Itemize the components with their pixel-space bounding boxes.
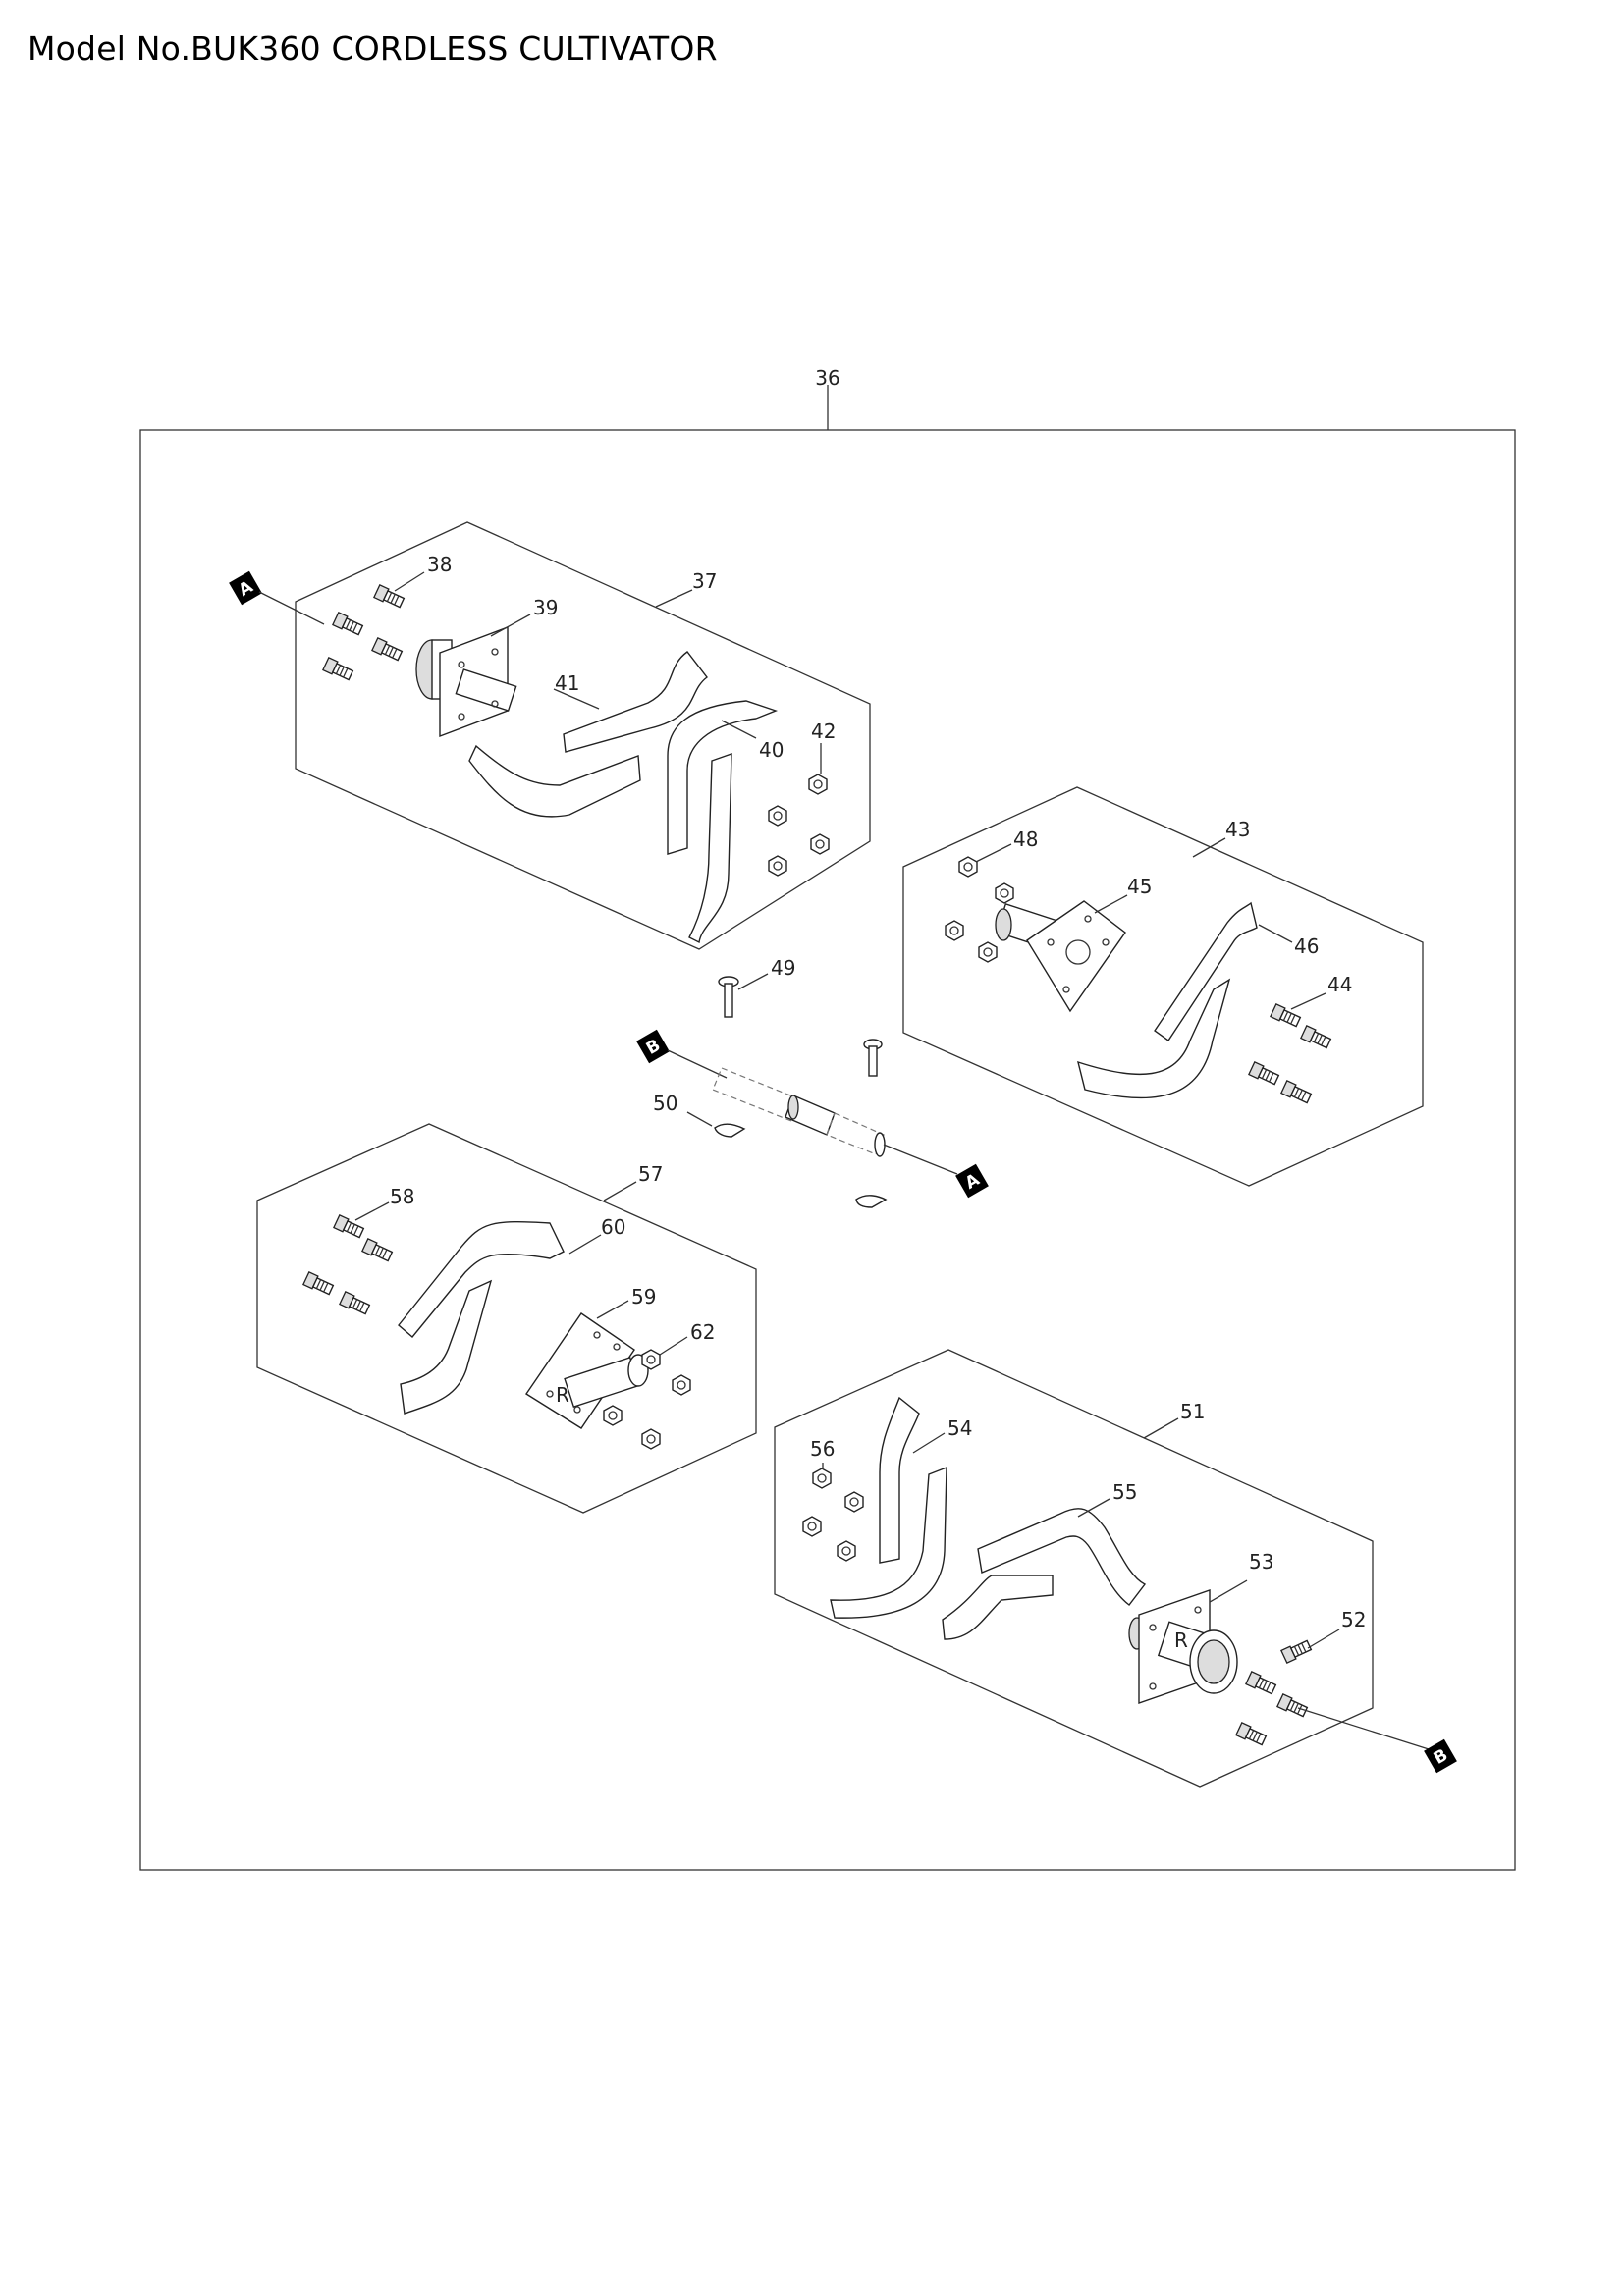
part-label-48: 48 (1013, 828, 1038, 851)
marker-b-right: B (1424, 1738, 1457, 1774)
hub-39 (415, 625, 517, 738)
part-label-49: 49 (771, 956, 795, 980)
subassembly-51-box (774, 1349, 1374, 1788)
part-label-51: 51 (1180, 1400, 1205, 1423)
part-label-38: 38 (427, 553, 452, 576)
part-label-45: 45 (1127, 875, 1152, 898)
page-title: Model No.BUK360 CORDLESS CULTIVATOR (27, 29, 718, 68)
blade-55-lower (942, 1575, 1054, 1640)
subassembly-37-box (295, 521, 871, 950)
part-label-58: 58 (390, 1185, 414, 1208)
part-label-55: 55 (1112, 1480, 1137, 1504)
blade-40 (667, 700, 779, 855)
part-label-62: 62 (690, 1320, 715, 1344)
part-label-59: 59 (631, 1285, 656, 1308)
part-label-52: 52 (1341, 1608, 1366, 1631)
hub-59-r-mark: R (556, 1383, 569, 1407)
blade-40-lower (688, 753, 732, 944)
clip-50-right (855, 1195, 888, 1208)
part-label-43: 43 (1225, 818, 1250, 841)
blade-54 (879, 1396, 920, 1564)
part-label-40: 40 (759, 738, 784, 762)
blade-55 (977, 1508, 1147, 1606)
part-label-50: 50 (653, 1092, 677, 1115)
subassembly-57-box (256, 1123, 757, 1514)
part-label-60: 60 (601, 1215, 625, 1239)
pin-49 (718, 976, 739, 1018)
part-label-53: 53 (1249, 1550, 1273, 1574)
part-label-36: 36 (815, 366, 839, 390)
assembly-frame (139, 429, 1516, 1871)
part-label-42: 42 (811, 720, 836, 743)
part-label-44: 44 (1327, 973, 1352, 996)
part-label-57: 57 (638, 1162, 663, 1186)
marker-a-center: A (955, 1163, 989, 1199)
part-label-41: 41 (555, 671, 579, 695)
pin-right (863, 1039, 883, 1077)
hub-53-r-mark: R (1174, 1629, 1188, 1652)
hub-45 (995, 900, 1126, 1013)
hub-59: R (525, 1312, 649, 1429)
hub-53: R (1128, 1589, 1238, 1704)
blade-54-lower (830, 1466, 947, 1619)
drive-shaft (712, 1067, 886, 1157)
blade-46-lower (1077, 978, 1231, 1099)
blade-46 (1154, 901, 1258, 1041)
marker-b-center: B (636, 1029, 670, 1064)
part-label-46: 46 (1294, 934, 1319, 958)
clip-50 (714, 1123, 746, 1138)
part-label-56: 56 (810, 1437, 835, 1461)
marker-a-left: A (229, 570, 262, 606)
part-label-39: 39 (533, 596, 558, 619)
blade-60 (398, 1220, 565, 1338)
blade-41-lower (468, 744, 641, 818)
blade-60-lower (400, 1279, 493, 1415)
part-label-54: 54 (947, 1416, 972, 1440)
part-label-37: 37 (692, 569, 717, 593)
blade-41 (563, 651, 708, 753)
subassembly-43-box (902, 786, 1424, 1187)
